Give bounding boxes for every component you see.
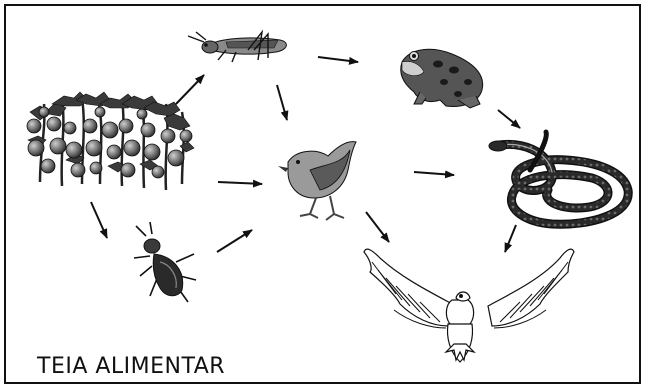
arrow-bird-to-eagle	[366, 212, 389, 242]
frog-icon	[401, 49, 483, 108]
diagram-title: TEIA ALIMENTAR	[37, 354, 225, 379]
grasshopper-icon	[188, 32, 286, 62]
arrow-snake-to-eagle	[505, 225, 516, 252]
arrow-grasshopper-to-frog	[318, 57, 358, 62]
arrow-frog-to-snake	[498, 110, 520, 128]
arrow-grasshopper-to-bird	[277, 85, 287, 120]
arrow-bird-to-snake	[414, 172, 454, 175]
arrow-beetle-to-bird	[217, 230, 252, 252]
tomato-plant-icon	[27, 92, 194, 190]
arrow-tomato-to-beetle	[91, 202, 107, 238]
snake-icon	[489, 132, 628, 224]
beetle-icon	[134, 222, 196, 302]
bird-icon	[278, 142, 356, 220]
arrow-tomato-to-grasshopper	[176, 75, 204, 104]
eagle-icon	[364, 249, 574, 362]
arrow-tomato-to-bird	[218, 182, 262, 184]
